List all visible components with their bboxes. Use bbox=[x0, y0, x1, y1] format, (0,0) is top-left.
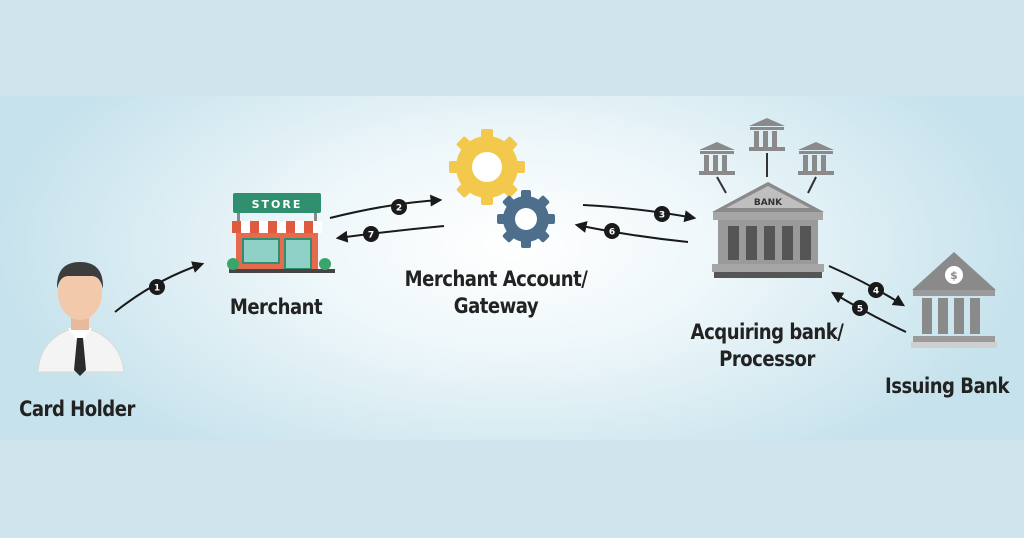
bank-connectors bbox=[716, 153, 817, 194]
step-badge-7: 7 bbox=[363, 226, 379, 242]
step-badge-2: 2 bbox=[391, 199, 407, 215]
gateway-label-line2: Gateway bbox=[453, 294, 539, 318]
acquiring-label-line2: Processor bbox=[719, 347, 815, 371]
dollar-sign: $ bbox=[950, 269, 958, 282]
arrow-6 bbox=[574, 221, 689, 243]
small-bank-icons bbox=[699, 118, 834, 175]
card-holder-label: Card Holder bbox=[19, 397, 135, 421]
bank-sign: BANK bbox=[754, 198, 783, 208]
arrow-5 bbox=[830, 291, 907, 333]
gateway-label: Merchant Account/ Gateway bbox=[401, 266, 590, 320]
store-icon: STORE bbox=[227, 193, 335, 273]
svg-text:2: 2 bbox=[396, 204, 402, 214]
svg-text:5: 5 bbox=[857, 305, 863, 315]
merchant-label: Merchant bbox=[229, 295, 323, 319]
top-band bbox=[0, 0, 1024, 96]
issuing-bank-icon: $ bbox=[911, 252, 997, 348]
step-badge-3: 3 bbox=[654, 206, 670, 222]
svg-text:3: 3 bbox=[659, 211, 665, 221]
step-badge-5: 5 bbox=[852, 300, 868, 316]
svg-text:7: 7 bbox=[368, 231, 374, 241]
svg-text:4: 4 bbox=[873, 287, 879, 297]
store-sign: STORE bbox=[252, 198, 303, 211]
acquiring-label-line1: Acquiring bank/ bbox=[690, 320, 844, 344]
arrow-7 bbox=[335, 225, 445, 243]
issuing-bank-label: Issuing Bank bbox=[885, 374, 1009, 398]
step-badge-4: 4 bbox=[868, 282, 884, 298]
step-badge-1: 1 bbox=[149, 279, 165, 295]
acquiring-label: Acquiring bank/ Processor bbox=[685, 319, 848, 373]
arrow-3 bbox=[582, 204, 697, 223]
person-icon bbox=[37, 262, 125, 376]
bottom-band bbox=[0, 440, 1024, 538]
gateway-label-line1: Merchant Account/ bbox=[404, 267, 588, 291]
step-badges: 1 2 3 4 5 6 7 bbox=[149, 199, 884, 316]
svg-text:1: 1 bbox=[154, 284, 160, 294]
arrow-4 bbox=[828, 265, 906, 307]
bank-icon: BANK bbox=[712, 182, 824, 278]
gear-icon bbox=[449, 129, 555, 248]
arrow-2 bbox=[329, 194, 443, 219]
step-badge-6: 6 bbox=[604, 223, 620, 239]
svg-text:6: 6 bbox=[609, 228, 615, 238]
